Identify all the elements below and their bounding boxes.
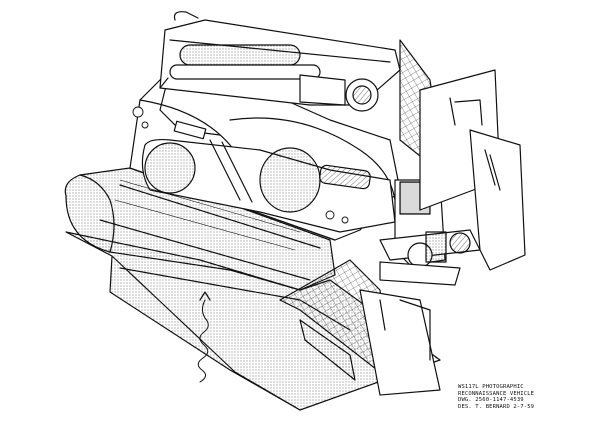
caption-line-1: WS117L PHOTOGRAPHIC (458, 384, 524, 390)
inner-drum (141, 138, 396, 233)
caption-line-3: DWG. 2560-1147-4539 (458, 397, 524, 404)
solar-panel-middle (469, 129, 526, 271)
fixtures (114, 106, 349, 251)
solar-panel-lower (279, 259, 441, 396)
drawing-caption: WS117L PHOTOGRAPHIC RECONNAISSANCE VEHIC… (458, 384, 588, 410)
antenna-wire (197, 291, 211, 383)
caption-line-4: DES. T. BERNARD 2-7-59 (458, 403, 535, 410)
caption-line-2: RECONNAISSANCE VEHICLE (458, 390, 535, 397)
top-mechanism (159, 11, 401, 112)
